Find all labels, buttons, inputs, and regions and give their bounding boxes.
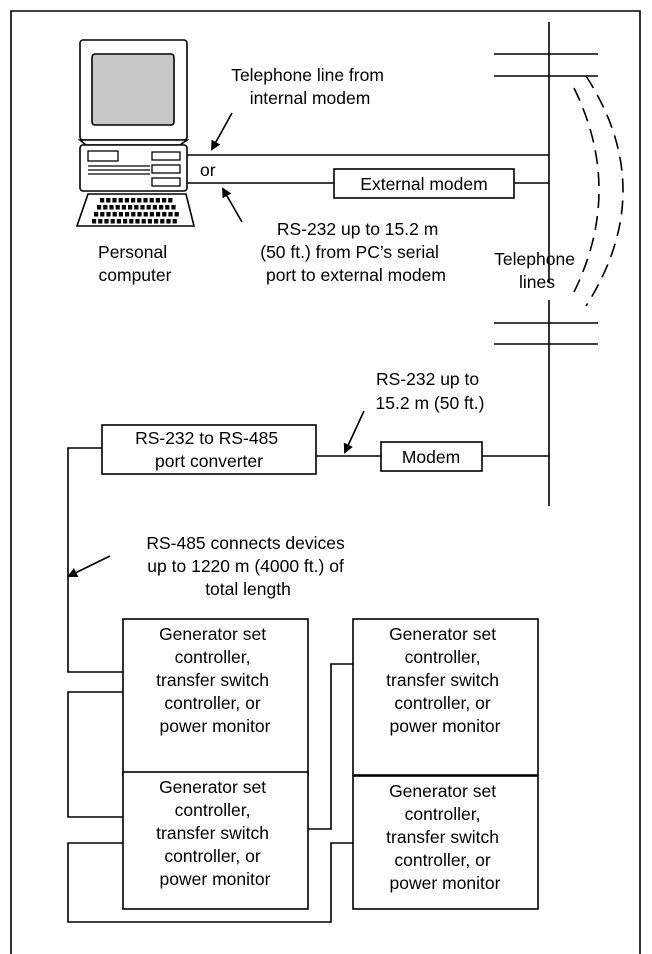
phone-line-label: Telephone line from internal modem bbox=[231, 65, 389, 108]
keyboard-key bbox=[156, 212, 161, 217]
port-converter-label: RS-232 to RS-485 port converter bbox=[135, 428, 283, 471]
modem-label: Modem bbox=[402, 447, 460, 467]
keyboard-key bbox=[171, 205, 176, 210]
rs232-pc-arrow bbox=[222, 187, 243, 223]
keyboard-key bbox=[109, 205, 114, 210]
keyboard-key bbox=[159, 205, 164, 210]
device-label: Generator set controller, transfer switc… bbox=[156, 624, 274, 736]
keyboard-key bbox=[172, 219, 177, 224]
port-converter-box bbox=[101, 424, 317, 475]
device-label: Generator set controller, transfer switc… bbox=[156, 777, 274, 889]
personal-computer-icon bbox=[75, 39, 196, 227]
keyboard-key bbox=[112, 212, 117, 217]
modem-box bbox=[380, 441, 483, 472]
rs485-bus-left bbox=[67, 447, 123, 673]
keyboard-key bbox=[160, 219, 165, 224]
or-label: or bbox=[200, 160, 216, 180]
keyboard-key bbox=[118, 212, 123, 217]
keyboard-key bbox=[174, 212, 179, 217]
keyboard-key bbox=[135, 219, 140, 224]
keyboard-key bbox=[134, 205, 139, 210]
keyboard-key bbox=[104, 219, 109, 224]
keyboard-key bbox=[106, 212, 111, 217]
device-label: Generator set controller, transfer switc… bbox=[386, 781, 504, 893]
device-box bbox=[122, 618, 309, 776]
rs232-modem-label: RS-232 up to 15.2 m (50 ft.) bbox=[376, 369, 485, 413]
keyboard-key bbox=[100, 198, 105, 203]
device-box bbox=[352, 618, 539, 776]
keyboard-key bbox=[143, 212, 148, 217]
keyboard-key bbox=[149, 198, 154, 203]
keyboard-key bbox=[154, 219, 159, 224]
keyboard-key bbox=[147, 219, 152, 224]
telephone-line-arc-1 bbox=[573, 87, 600, 293]
keyboard-key bbox=[112, 198, 117, 203]
keyboard-key bbox=[121, 205, 126, 210]
telephone-line-arc-2 bbox=[585, 75, 624, 307]
keyboard-key bbox=[123, 219, 128, 224]
keyboard-key bbox=[103, 205, 108, 210]
figure-frame bbox=[10, 10, 641, 954]
external-modem-label: External modem bbox=[360, 174, 487, 194]
keyboard-key bbox=[131, 198, 136, 203]
keyboard-key bbox=[131, 212, 136, 217]
personal-computer-label: Personal computer bbox=[98, 242, 172, 285]
keyboard-key bbox=[140, 205, 145, 210]
keyboard-key bbox=[118, 198, 123, 203]
keyboard-key bbox=[97, 205, 102, 210]
keyboard-key bbox=[162, 198, 167, 203]
phone-line-arrow bbox=[211, 112, 233, 151]
keyboard-key bbox=[106, 198, 111, 203]
device-box bbox=[122, 771, 309, 910]
keyboard-key bbox=[98, 219, 103, 224]
keyboard-key bbox=[165, 205, 170, 210]
keyboard-key bbox=[94, 212, 99, 217]
keyboard-key bbox=[116, 219, 121, 224]
keyboard-key bbox=[143, 198, 148, 203]
keyboard-key bbox=[115, 205, 120, 210]
keyboard-key bbox=[155, 198, 160, 203]
keyboard-key bbox=[128, 205, 133, 210]
rs232-pc-label: RS-232 up to 15.2 m (50 ft.) from PC’s s… bbox=[260, 219, 446, 285]
keyboard-key bbox=[141, 219, 146, 224]
keyboard-key bbox=[92, 219, 97, 224]
keyboard-key bbox=[137, 212, 142, 217]
keyboard-key bbox=[124, 198, 129, 203]
keyboard-key bbox=[168, 212, 173, 217]
rs485-label: RS-485 connects devices up to 1220 m (40… bbox=[146, 533, 349, 599]
keyboard-key bbox=[146, 205, 151, 210]
keyboard-key bbox=[110, 219, 115, 224]
device-label: Generator set controller, transfer switc… bbox=[386, 624, 504, 736]
keyboard-key bbox=[137, 198, 142, 203]
rs232-modem-arrow bbox=[343, 410, 365, 454]
keyboard-key bbox=[125, 212, 130, 217]
rs485-bus-right bbox=[308, 663, 353, 830]
telephone-lines-label: Telephone lines bbox=[494, 249, 580, 292]
keyboard-key bbox=[152, 205, 157, 210]
device-box bbox=[352, 775, 539, 910]
external-modem-box bbox=[333, 168, 515, 199]
keyboard-key bbox=[166, 219, 171, 224]
keyboard-key bbox=[162, 212, 167, 217]
keyboard-key bbox=[129, 219, 134, 224]
keyboard-key bbox=[100, 212, 105, 217]
keyboard-key bbox=[168, 198, 173, 203]
keyboard-key bbox=[149, 212, 154, 217]
rs485-arrow bbox=[67, 555, 111, 577]
